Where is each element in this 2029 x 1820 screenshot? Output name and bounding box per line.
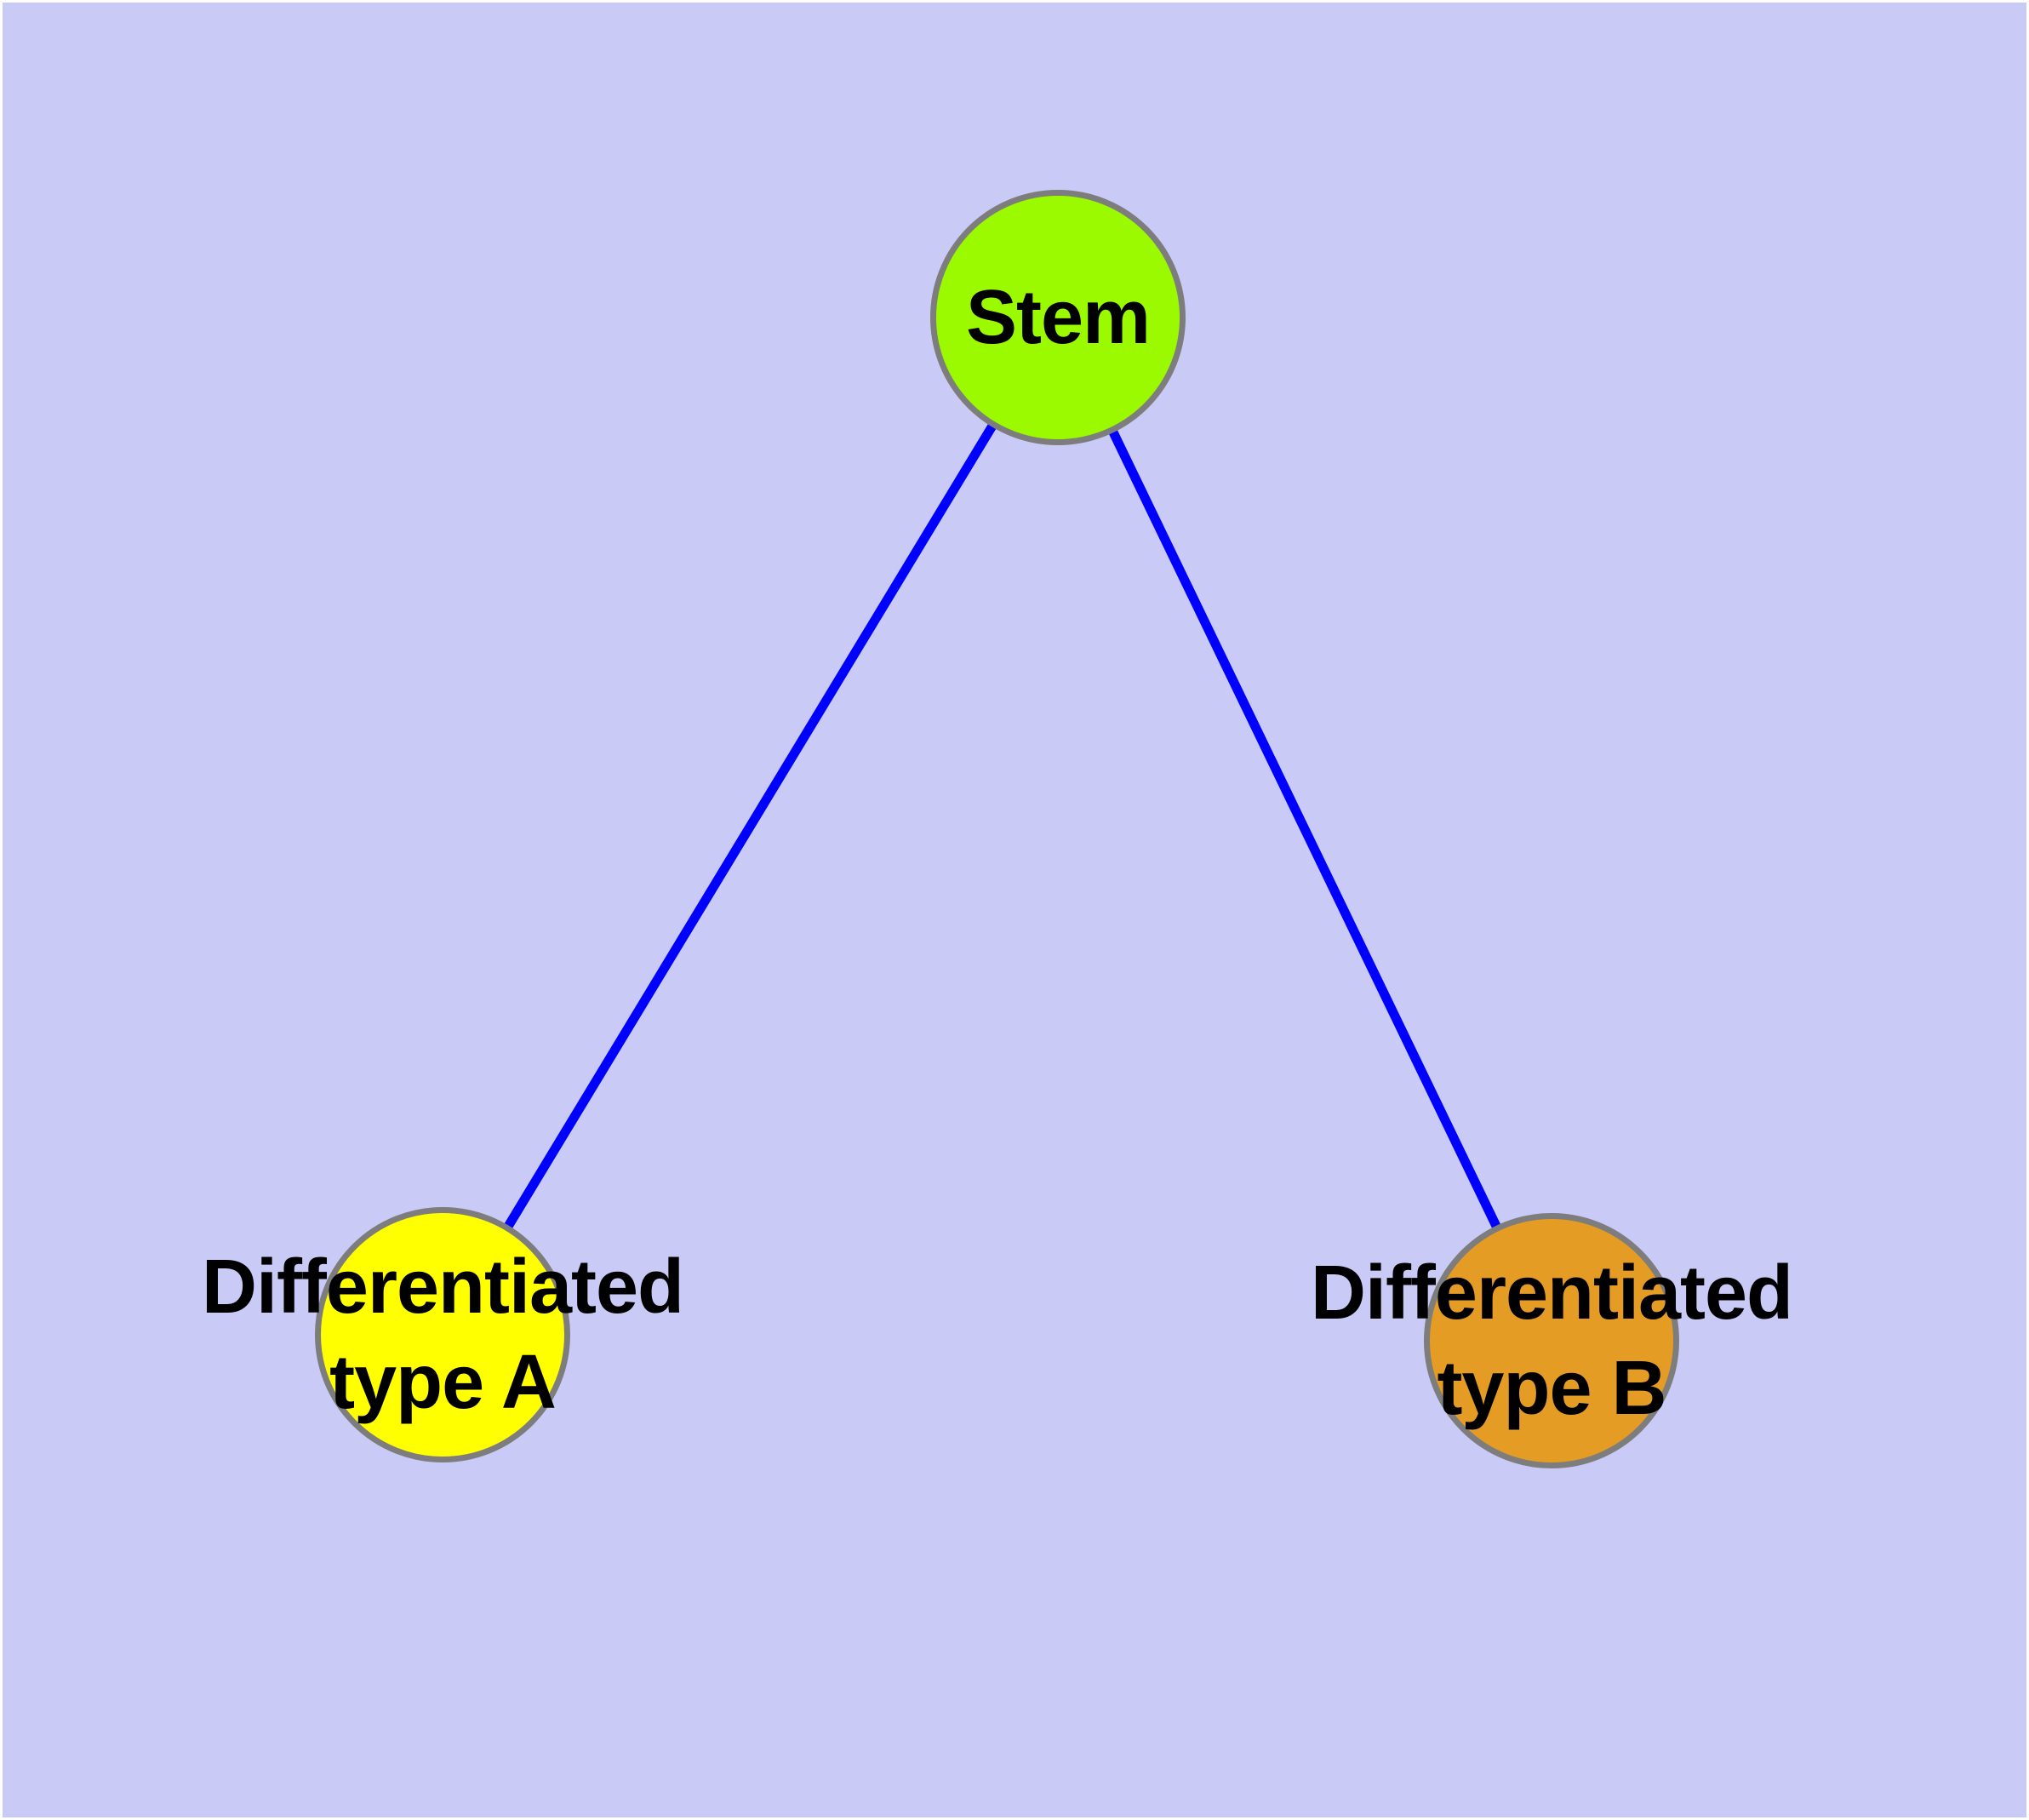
node-stem-label: Stem [965,275,1151,360]
edge-stem-to-type-a[interactable] [438,315,1062,1337]
edges-layer [438,315,1556,1343]
diagram-canvas: Stem Differentiated type A Differentiate… [3,3,2026,1817]
edge-stem-to-type-b[interactable] [1054,315,1556,1343]
node-differentiated-type-a[interactable] [315,1207,570,1462]
node-differentiated-type-a-label: Differentiated type A [201,1245,684,1425]
node-differentiated-type-b[interactable] [1424,1213,1679,1468]
node-differentiated-type-b-label: Differentiated type B [1310,1251,1793,1431]
node-stem[interactable] [930,190,1186,445]
